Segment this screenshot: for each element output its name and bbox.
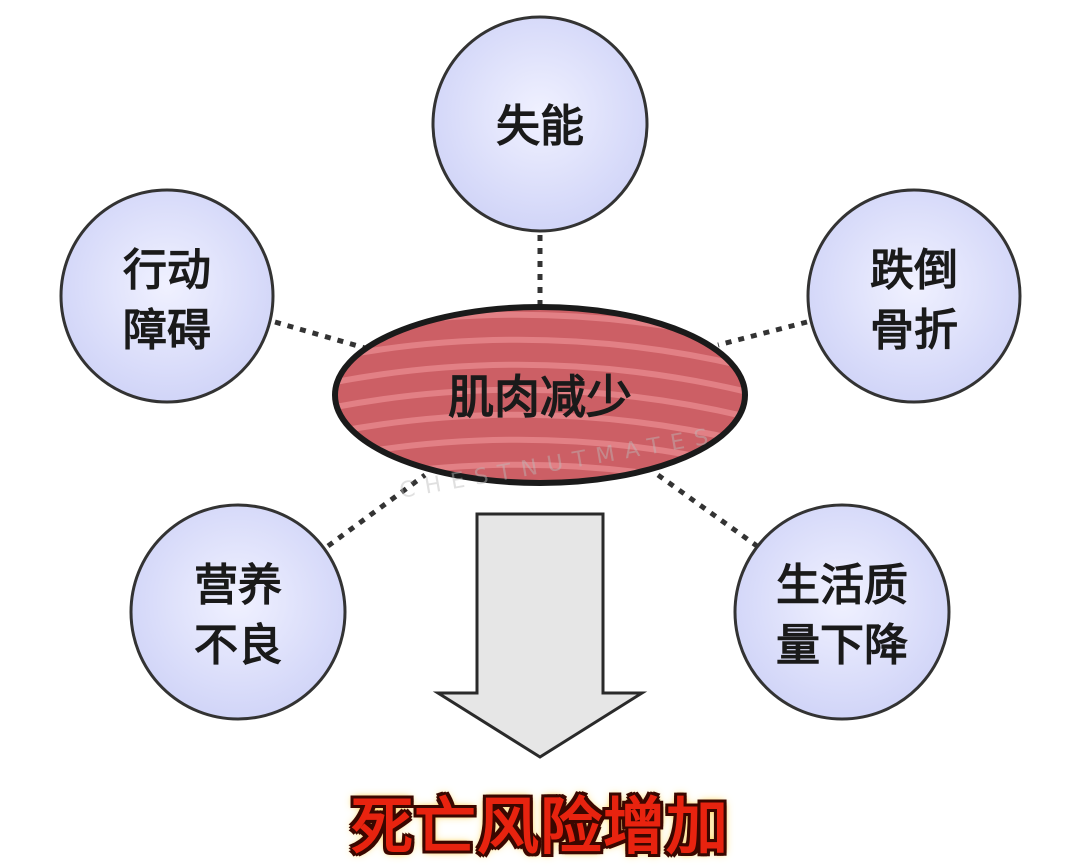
node-mobility: 行动 障碍 [59, 188, 275, 404]
node-malnutrition-line-2: 不良 [194, 620, 282, 671]
connector-mobility [274, 319, 366, 351]
node-fall-fracture: 跌倒 骨折 [806, 188, 1022, 404]
down-arrow-icon [432, 512, 648, 759]
node-quality-of-life: 生活质 量下降 [733, 503, 951, 721]
node-disability-line-1: 失能 [496, 101, 584, 152]
outcome-label: 死亡风险增加 [350, 790, 729, 863]
node-fall-fracture-line-1: 跌倒 [870, 245, 958, 296]
node-quality-of-life-line-2: 量下降 [776, 620, 908, 671]
node-disability: 失能 [431, 15, 649, 233]
node-quality-of-life-line-1: 生活质 [776, 560, 908, 611]
connector-fall-fracture [717, 319, 808, 348]
node-fall-fracture-line-2: 骨折 [870, 305, 958, 356]
node-mobility-line-2: 障碍 [123, 305, 211, 356]
muscle-ellipse: 肌肉减少 [332, 304, 748, 486]
node-mobility-line-1: 行动 [123, 245, 211, 296]
node-malnutrition-line-1: 营养 [194, 560, 282, 611]
connector-quality-of-life [656, 472, 759, 549]
node-malnutrition: 营养 不良 [129, 503, 347, 721]
center-label: 肌肉减少 [448, 370, 632, 424]
connectors [274, 235, 808, 549]
